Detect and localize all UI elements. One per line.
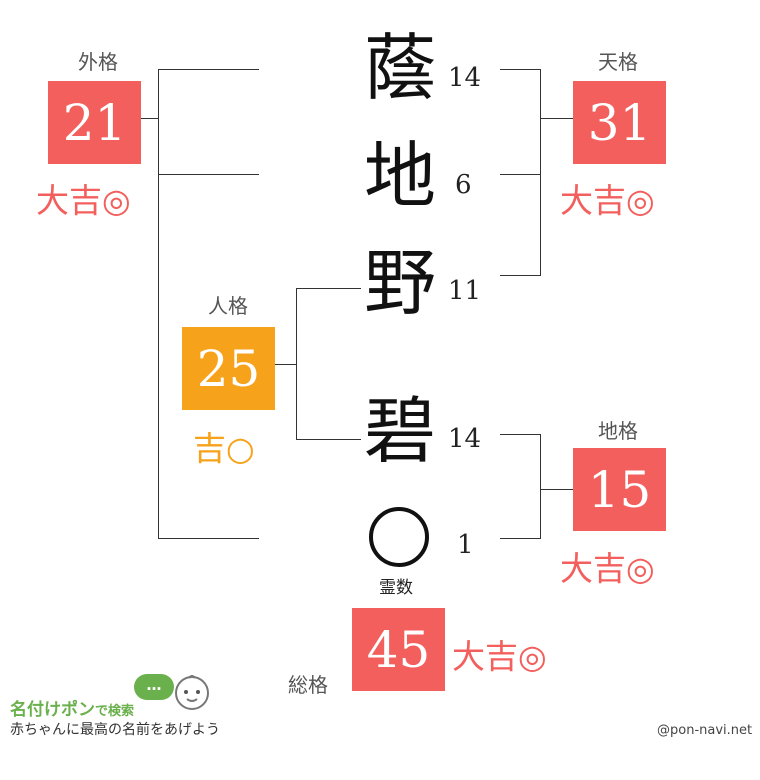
chikaku-bracket-bottom: [500, 538, 540, 539]
speech-bubble-icon: …: [134, 674, 174, 700]
stroke-count-1: 14: [448, 63, 482, 93]
tenkaku-connector: [540, 118, 573, 119]
site-credit: @pon-navi.net: [657, 723, 753, 738]
gaikaku-connector: [141, 118, 158, 119]
jinkaku-bracket-vertical: [296, 288, 297, 440]
name-char-4: 碧: [363, 389, 436, 473]
gaikaku-fortune: 大吉◎: [36, 181, 131, 220]
gaikaku-value-box: 21: [48, 81, 141, 164]
name-char-3: 野: [363, 241, 436, 325]
chikaku-value-box: 15: [573, 448, 666, 531]
chikaku-fortune: 大吉◎: [560, 549, 655, 588]
tenkaku-bracket-vertical: [540, 69, 541, 276]
stroke-count-4: 14: [448, 424, 482, 454]
baby-face-icon: [172, 672, 212, 712]
site-logo-suffix: で検索: [95, 704, 135, 719]
reisuu-label: 霊数: [379, 578, 413, 598]
site-logo-name: 名付けポン: [10, 700, 95, 720]
tenkaku-bracket-mid: [500, 174, 540, 175]
gaikaku-label: 外格: [78, 50, 118, 74]
gaikaku-bracket-vertical: [158, 69, 159, 539]
site-logo: 名付けポンで検索: [10, 695, 134, 720]
tenkaku-bracket-bottom: [500, 275, 540, 276]
soukaku-fortune: 大吉◎: [452, 637, 547, 676]
gaikaku-bracket-mid: [158, 174, 259, 175]
stroke-count-3: 11: [448, 276, 482, 306]
tenkaku-bracket-top: [500, 69, 540, 70]
tagline: 赤ちゃんに最高の名前をあげよう: [10, 722, 220, 738]
jinkaku-connector: [275, 364, 296, 365]
name-char-2: 地: [363, 134, 436, 218]
gaikaku-bracket-top: [158, 69, 259, 70]
stroke-count-2: 6: [455, 170, 472, 200]
soukaku-label: 総格: [288, 673, 328, 697]
chikaku-label: 地格: [598, 419, 638, 443]
soukaku-value-box: 45: [352, 608, 445, 691]
chikaku-bracket-vertical: [540, 434, 541, 539]
jinkaku-label: 人格: [208, 294, 248, 318]
tenkaku-value-box: 31: [573, 81, 666, 164]
speech-bubble-dots: …: [146, 676, 162, 694]
tenkaku-fortune: 大吉◎: [560, 181, 655, 220]
gaikaku-bracket-bottom: [158, 538, 259, 539]
tenkaku-label: 天格: [598, 50, 638, 74]
jinkaku-fortune: 吉○: [193, 429, 255, 468]
chikaku-connector: [540, 489, 573, 490]
jinkaku-value-box: 25: [182, 327, 275, 410]
name-char-1: 蔭: [363, 26, 436, 110]
reisuu-stroke-count: 1: [457, 530, 474, 560]
jinkaku-bracket-top: [296, 288, 361, 289]
reisuu-circle: [369, 507, 429, 567]
jinkaku-bracket-bottom: [296, 439, 361, 440]
chikaku-bracket-top: [500, 434, 540, 435]
